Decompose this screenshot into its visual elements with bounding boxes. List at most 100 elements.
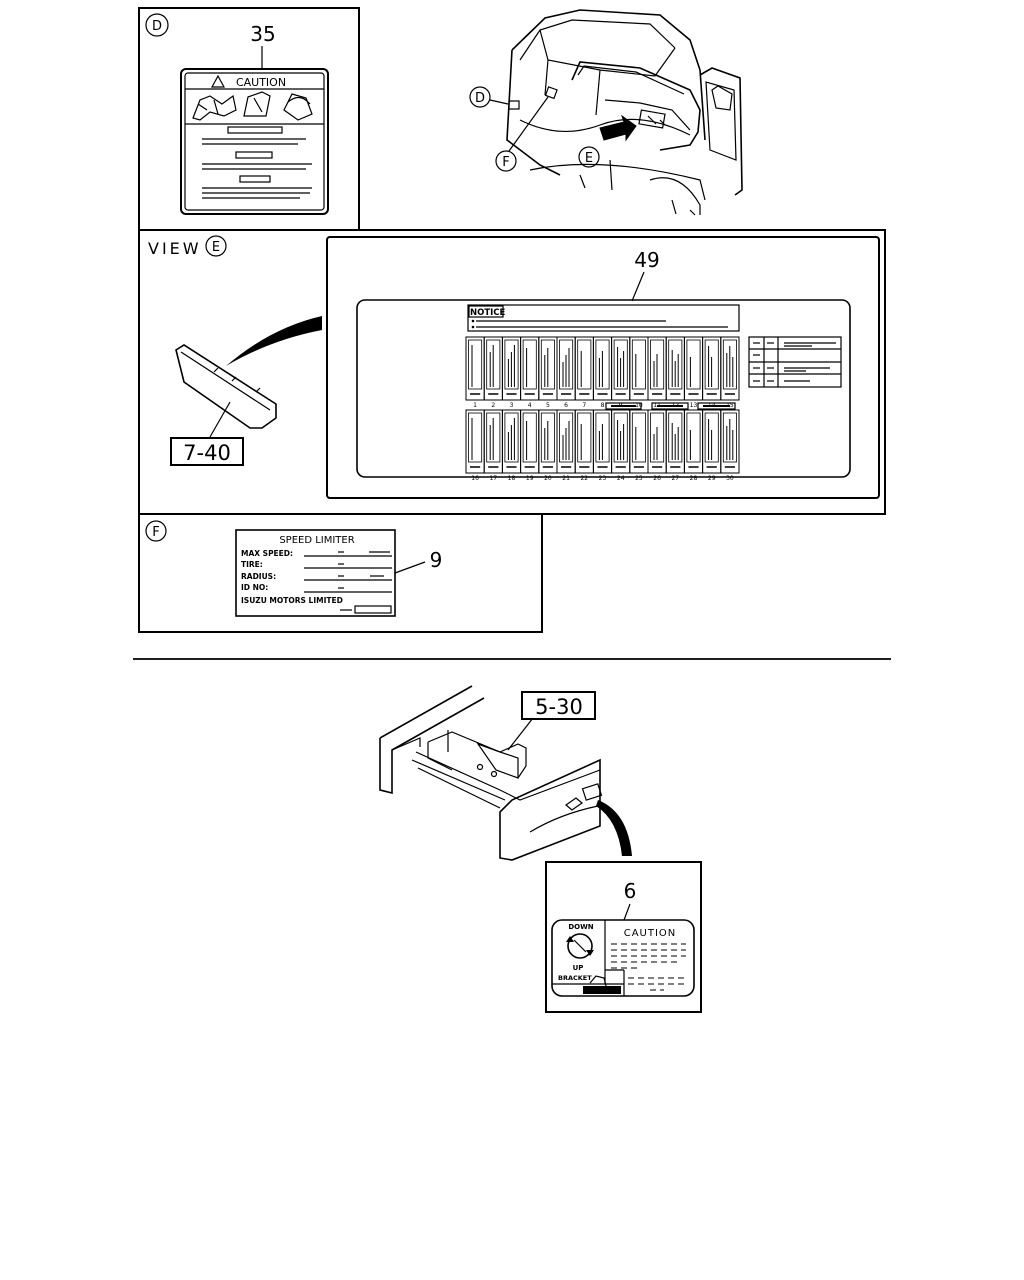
fuse-slot: 16 [465, 409, 485, 482]
fuse-slot: 3 [501, 336, 522, 409]
part-number-9: 9 [430, 548, 443, 572]
fuse-number: 23 [599, 475, 607, 482]
label-location-6 [581, 783, 603, 801]
fuse-number: 17 [489, 475, 497, 482]
fuse-slot: 23 [592, 409, 613, 482]
bracket-block [476, 742, 519, 779]
cross-member [499, 758, 601, 861]
view-f-letter: F [152, 525, 159, 540]
fuse-slot: 9 [611, 336, 631, 409]
cab-tilt-pictogram-icon [243, 91, 271, 117]
fuse-slot: 27 [665, 409, 685, 482]
maker-text: ISUZU MOTORS LIMITED [241, 596, 343, 605]
fuse-number: 16 [471, 475, 479, 482]
leader-line-5-30 [507, 717, 534, 751]
view-d-circle [145, 13, 169, 37]
fuse-slot: 1 [465, 336, 485, 409]
fuse-number: 28 [690, 475, 698, 482]
view-e-letter: E [212, 240, 220, 255]
caution-title-6: CAUTION [624, 928, 677, 939]
speed-limiter-title: SPEED LIMITER [279, 535, 354, 546]
caution-title-35: CAUTION [236, 76, 286, 89]
direction-arrow-icon [599, 114, 637, 142]
fuse-slot: 7 [574, 336, 594, 409]
fuse-slot: 15 [720, 336, 740, 409]
view-d-letter: D [152, 19, 162, 34]
view-f-circle [145, 520, 167, 542]
part-number-35: 35 [250, 22, 275, 46]
ref-box-7-40 [170, 437, 244, 466]
fuse-slot: 13 [683, 336, 704, 409]
row-radius: RADIUS: [241, 572, 276, 581]
fuse-number: 8 [601, 402, 605, 409]
view-e-circle [205, 235, 227, 257]
panel-f: F SPEED LIMITER MAX SPEED: TIRE: RADIUS:… [138, 513, 543, 633]
fuse-slot: 21 [556, 409, 576, 482]
dashboard-outline [571, 61, 701, 151]
ref-7-40: 7-40 [183, 441, 231, 465]
fuse-number: 1 [473, 402, 477, 409]
fuse-slot: 4 [520, 336, 540, 409]
frame-rail-illustration [379, 685, 632, 861]
fuse-number: 10 [635, 402, 643, 409]
fuse-slot: 30 [720, 409, 740, 482]
speed-limiter-label: SPEED LIMITER MAX SPEED: TIRE: RADIUS: I… [235, 529, 396, 617]
fuse-slot: 5 [538, 336, 558, 409]
fuse-slot: 29 [702, 409, 722, 482]
fuse-slot: 24 [611, 409, 631, 482]
caution-label-6: DOWN UP BRACKET CAUTION [551, 919, 695, 997]
part-number-6: 6 [624, 879, 637, 903]
cab-rotation-pictogram-icon [283, 93, 313, 121]
fuse-number: 30 [726, 475, 734, 482]
part-number-49: 49 [634, 248, 659, 272]
down-text: DOWN [568, 923, 593, 931]
truck-cab-illustration: D F E [469, 9, 743, 216]
rotation-dial-icon [567, 933, 593, 959]
leader-line-9 [394, 561, 426, 574]
leader-line-7-40 [209, 401, 231, 438]
fuse-number: 3 [510, 402, 514, 409]
fuse-slot: 28 [683, 409, 704, 482]
notice-box: NOTICE [467, 304, 740, 332]
fuse-number: 4 [528, 402, 532, 409]
door-outline [699, 67, 743, 196]
ref-5-30: 5-30 [535, 695, 583, 719]
callout-e-circle [578, 146, 600, 168]
spare-fuse-slots [605, 402, 736, 410]
notice-title: NOTICE [470, 308, 506, 318]
panel-d: D 35 CAUTION [138, 7, 360, 231]
fuse-slot: 11 [647, 336, 667, 409]
callout-e-letter: E [585, 151, 593, 166]
fuse-number: 7 [582, 402, 586, 409]
fuse-legend-table [748, 336, 842, 388]
fuse-number: 2 [491, 402, 495, 409]
fuse-number: 13 [690, 402, 698, 409]
fuse-number: 18 [508, 475, 516, 482]
fuse-label-49 [356, 299, 851, 478]
row-max-speed: MAX SPEED: [241, 549, 293, 558]
fuse-number: 5 [546, 402, 550, 409]
panel-e: VIEW E 7-40 49 NOTICE 123456789101112131… [138, 229, 886, 515]
fuse-number: 20 [544, 475, 552, 482]
row-id-no: ID NO: [241, 583, 268, 592]
caution-label-35: CAUTION [180, 68, 329, 215]
fuse-slot: 10 [629, 336, 649, 409]
fuse-slot: 2 [483, 336, 503, 409]
fuse-box-cover-illustration [175, 316, 322, 429]
fuse-slot: 14 [702, 336, 722, 409]
fuse-slot: 12 [665, 336, 685, 409]
fuse-slot: 26 [647, 409, 667, 482]
fuse-row-top: 123456789101112131415 [465, 336, 740, 409]
bracket-text: BRACKET [558, 974, 592, 982]
callout-d-circle [469, 86, 491, 108]
fuse-number: 22 [580, 475, 588, 482]
callout-f-circle [495, 150, 517, 172]
fuse-slot: 18 [501, 409, 522, 482]
pointer-arrow-icon [596, 800, 632, 856]
fuse-number: 19 [526, 475, 534, 482]
fuse-number: 25 [635, 475, 643, 482]
fuse-label-frame [326, 236, 880, 499]
caution-text-lines [611, 943, 686, 991]
row-tire: TIRE: [241, 560, 263, 569]
